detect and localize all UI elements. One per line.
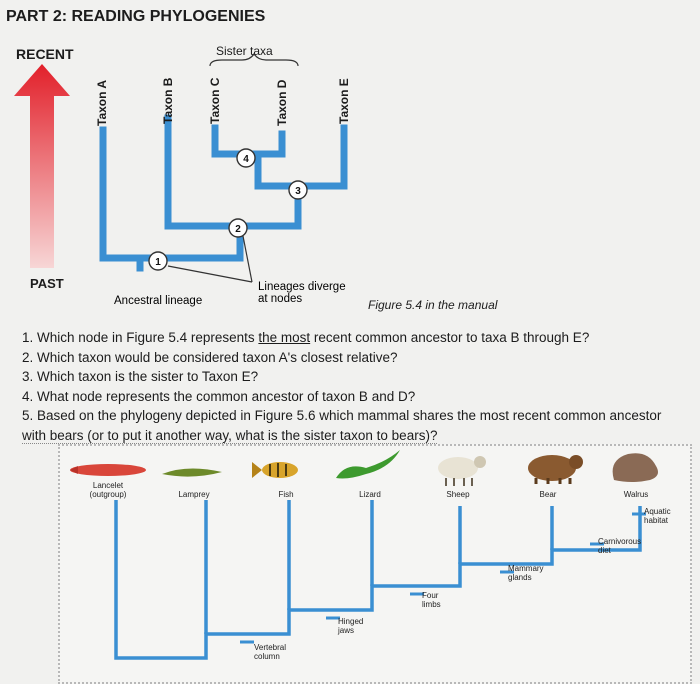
trait-ticks xyxy=(240,512,646,644)
past-label: PAST xyxy=(30,276,64,291)
figure-5-4-tree: Taxon A Taxon B Taxon C Taxon D Taxon E … xyxy=(14,52,351,307)
node-2-label: 2 xyxy=(235,224,241,235)
tree-branches xyxy=(99,114,348,272)
fish-image xyxy=(252,462,298,478)
node-4-label: 4 xyxy=(243,154,249,165)
lamprey-image xyxy=(162,468,222,477)
carnivorous-label-1: Carnivorous xyxy=(598,537,641,546)
vertebral-label-1: Vertebral xyxy=(254,643,286,652)
taxon-a-label: Taxon A xyxy=(95,80,109,126)
q5-text: with bears (or to put it another way, wh… xyxy=(22,427,438,444)
sister-taxa-label: Sister taxa xyxy=(216,44,273,58)
node-3-marker xyxy=(288,180,308,200)
node-2-marker xyxy=(228,218,248,238)
sheep-image xyxy=(438,456,486,486)
node-4-marker xyxy=(236,148,256,168)
lamprey-label: Lamprey xyxy=(178,490,209,499)
node-3-label: 3 xyxy=(295,186,301,197)
mammary-label-1: Mammary xyxy=(508,564,544,573)
fish-label: Fish xyxy=(278,490,293,499)
recent-label: RECENT xyxy=(16,46,74,62)
walrus-image xyxy=(612,453,658,482)
sheep-label: Sheep xyxy=(446,490,470,499)
ancestral-lineage-label: Ancestral lineage xyxy=(114,295,202,307)
question-4: 4. What node represents the common ances… xyxy=(22,388,416,404)
node-1-marker xyxy=(148,251,168,271)
question-1: 1. Which node in Figure 5.4 represents t… xyxy=(22,328,692,348)
q1-text-end: recent common ancestor to taxa B through… xyxy=(310,330,590,345)
node-1-label: 1 xyxy=(155,257,161,268)
hinged-label-1: Hinged xyxy=(338,617,363,626)
fig56-branches xyxy=(114,500,642,660)
four-limbs-label-2: limbs xyxy=(422,600,441,609)
hinged-label-2: jaws xyxy=(337,626,354,635)
bear-image xyxy=(528,455,583,484)
aquatic-label-2: habitat xyxy=(644,516,669,525)
lancelet-label-line2: (outgroup) xyxy=(90,490,127,499)
q1-text-start: 1. Which node in Figure 5.4 represents xyxy=(22,330,259,345)
carnivorous-label-2: diet xyxy=(598,546,612,555)
taxon-c-label: Taxon C xyxy=(208,77,222,124)
vertebral-label-2: column xyxy=(254,652,280,661)
aquatic-label-1: Aquatic xyxy=(644,507,671,516)
page-title: PART 2: READING PHYLOGENIES xyxy=(6,8,266,25)
question-2: 2. Which taxon would be considered taxon… xyxy=(22,349,398,365)
figure-5-6-tree: Lancelet (outgroup) Lamprey Fish Lizard … xyxy=(70,450,671,661)
diverge-label-line2: at nodes xyxy=(258,293,302,305)
sister-bracket xyxy=(209,52,299,67)
bear-label: Bear xyxy=(540,490,557,499)
diverge-label-line1: Lineages diverge xyxy=(258,281,346,293)
taxon-b-label: Taxon B xyxy=(161,77,175,124)
mammary-label-2: glands xyxy=(508,573,532,582)
figure-caption: Figure 5.4 in the manual xyxy=(368,298,498,312)
taxon-e-label: Taxon E xyxy=(337,78,351,124)
lancelet-label-line1: Lancelet xyxy=(93,481,124,490)
question-5-line2: with bears (or to put it another way, wh… xyxy=(22,426,692,446)
taxon-d-label: Taxon D xyxy=(275,79,289,126)
question-list: 1. Which node in Figure 5.4 represents t… xyxy=(22,328,692,445)
node-pointer-lines xyxy=(167,235,253,283)
question-5-line1: 5. Based on the phylogeny depicted in Fi… xyxy=(22,408,662,423)
time-arrow xyxy=(14,64,70,268)
lizard-image xyxy=(336,450,400,479)
question-3: 3. Which taxon is the sister to Taxon E? xyxy=(22,369,259,384)
four-limbs-label-1: Four xyxy=(422,591,439,600)
lizard-label: Lizard xyxy=(359,490,381,499)
walrus-label: Walrus xyxy=(624,490,649,499)
lancelet-image xyxy=(70,464,146,476)
q1-underlined: the most xyxy=(258,330,311,345)
